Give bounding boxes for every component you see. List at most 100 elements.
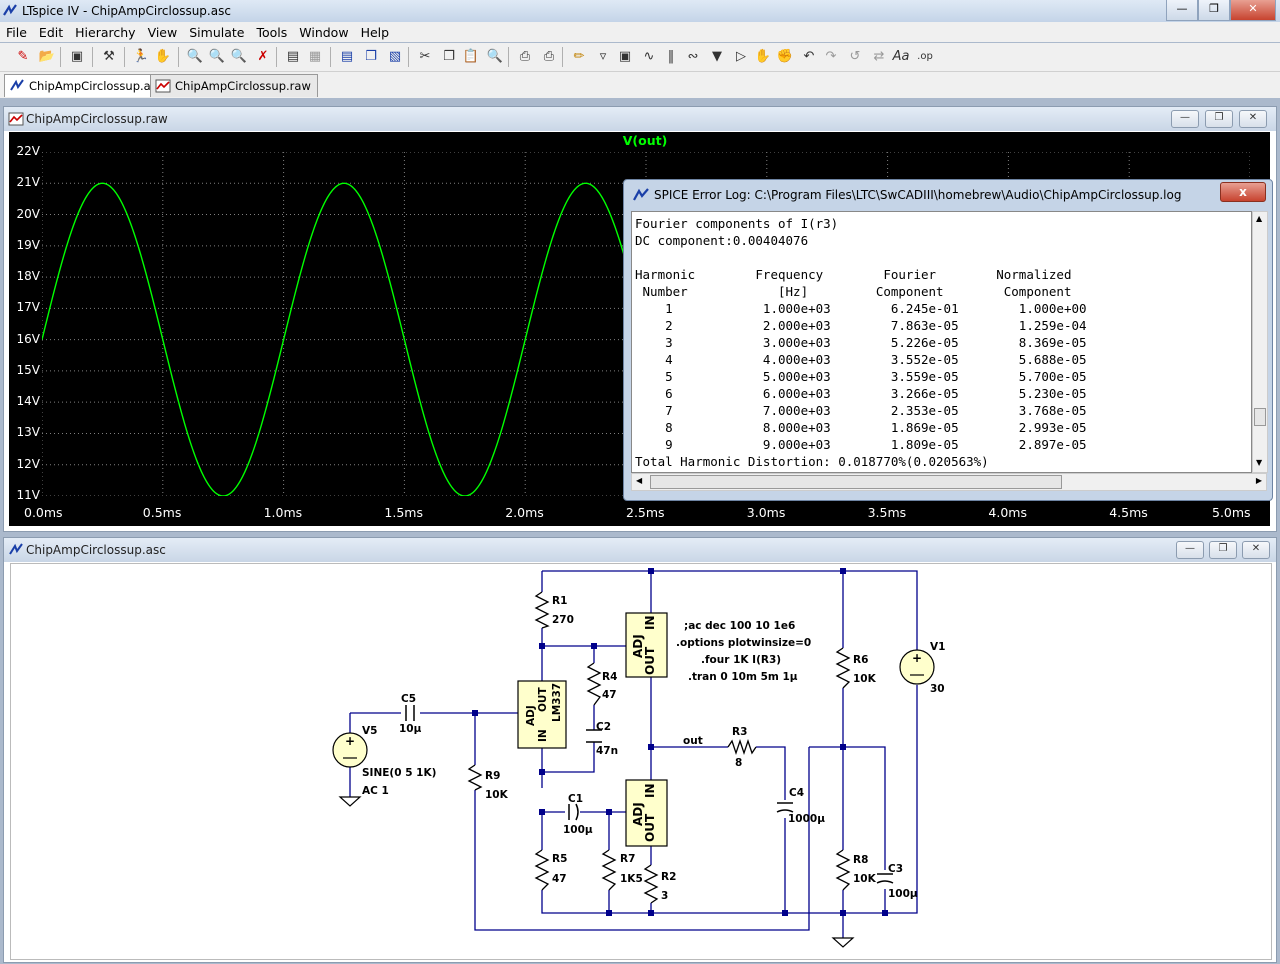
capacitor-icon[interactable]: ‖ (667, 49, 675, 64)
horizontal-scrollbar[interactable]: ◀ ▶ (631, 473, 1267, 491)
schematic-icon (9, 543, 23, 555)
svg-text:V1: V1 (930, 641, 945, 653)
spice-directives[interactable]: ;ac dec 100 10 1e6 .options plotwinsize=… (676, 620, 811, 683)
undo-icon[interactable]: ↶ (803, 49, 815, 64)
label-net-icon[interactable]: ▣ (618, 49, 632, 64)
table-row: 2 2.000e+03 7.863e-05 1.259e-04 (635, 318, 1087, 333)
menu-help[interactable]: Help (360, 25, 390, 40)
zoom-in-icon[interactable]: 🔍 (186, 49, 204, 64)
x-tick-label: 4.0ms (988, 505, 1027, 520)
svg-text:1K5: 1K5 (620, 873, 643, 885)
menu-window[interactable]: Window (299, 25, 349, 40)
spice-directive-icon[interactable]: .op (917, 51, 933, 62)
schematic-title: ChipAmpCirclossup.asc (26, 543, 166, 557)
waveform-close-button[interactable]: ✕ (1239, 110, 1267, 128)
draw-wire-icon[interactable]: ✏ (573, 49, 585, 64)
drag-icon[interactable]: ✊ (776, 49, 794, 64)
svg-text:OUT: OUT (537, 687, 549, 712)
waveform-title: ChipAmpCirclossup.raw (26, 112, 168, 126)
pan-icon[interactable]: 🔍 (208, 49, 226, 64)
scroll-thumb[interactable] (1254, 408, 1266, 426)
wires (349, 570, 918, 938)
autorange-icon[interactable]: ▤ (286, 49, 300, 64)
control-panel-icon[interactable]: ⚒ (103, 49, 115, 64)
regulator-lm337 (517, 680, 567, 749)
redo-icon[interactable]: ↷ (825, 49, 837, 64)
print-preview-icon[interactable]: ⎙ (519, 49, 531, 64)
scroll-thumb-h[interactable] (650, 475, 1062, 489)
menu-simulate[interactable]: Simulate (189, 25, 245, 40)
tab-waveform[interactable]: ChipAmpCirclossup.raw (150, 74, 318, 97)
resistor-r2 (643, 864, 659, 904)
error-log-close-button[interactable]: x (1220, 182, 1266, 202)
resistor-icon[interactable]: ∿ (643, 49, 655, 64)
x-tick-label: 1.5ms (384, 505, 423, 520)
menu-file[interactable]: File (6, 25, 27, 40)
diode-icon[interactable]: ▼ (712, 49, 722, 64)
restore-button[interactable]: ❐ (1198, 0, 1230, 21)
y-tick-label: 19V (16, 237, 40, 252)
menu-tools[interactable]: Tools (256, 25, 288, 40)
move-icon[interactable]: ✋ (754, 49, 772, 64)
table-row: 9 9.000e+03 1.809e-05 2.897e-05 (635, 437, 1087, 452)
waveform-restore-button[interactable]: ❐ (1205, 110, 1233, 128)
source-v1 (899, 649, 935, 685)
menu-view[interactable]: View (147, 25, 178, 40)
tab-schematic[interactable]: ChipAmpCirclossup.asc (4, 74, 171, 97)
svg-text:8: 8 (735, 757, 742, 769)
schematic-restore-button[interactable]: ❐ (1209, 541, 1237, 559)
rotate-icon[interactable]: ↺ (849, 49, 861, 64)
spice-error-log-window: SPICE Error Log: C:\Program Files\LTC\Sw… (623, 179, 1273, 501)
close-button[interactable]: ✕ (1230, 0, 1276, 21)
zoom-fit-icon[interactable]: ✗ (257, 49, 269, 64)
tab-label: ChipAmpCirclossup.asc (29, 79, 164, 93)
minimize-button[interactable]: — (1166, 0, 1198, 21)
x-tick-label: 3.5ms (867, 505, 907, 520)
schematic-minimize-button[interactable]: — (1176, 541, 1204, 559)
vertical-scrollbar[interactable]: ▲ ▼ (1252, 211, 1268, 473)
tile-vertical-icon[interactable]: ▧ (388, 49, 402, 64)
voltage-sources: + + (332, 649, 935, 768)
component-icon[interactable]: ▷ (736, 49, 746, 64)
tile-horizontal-icon[interactable]: ▤ (340, 49, 354, 64)
ground-icon[interactable]: ▿ (599, 49, 607, 64)
schematic-close-button[interactable]: ✕ (1242, 541, 1270, 559)
svg-text:10μ: 10μ (399, 723, 422, 735)
cascade-icon[interactable]: ❐ (365, 49, 377, 64)
paste-icon[interactable]: 📋 (462, 49, 480, 64)
svg-text:R6: R6 (853, 654, 868, 666)
save-icon[interactable]: ▣ (70, 49, 84, 64)
dc-component: DC component:0.00404076 (635, 233, 809, 248)
cut-icon[interactable]: ✂ (419, 49, 431, 64)
trace-label[interactable]: V(out) (622, 133, 668, 148)
svg-text:C3: C3 (888, 863, 903, 875)
inductor-icon[interactable]: ∾ (687, 49, 699, 64)
copy-icon[interactable]: ❐ (443, 49, 455, 64)
scroll-up-icon[interactable]: ▲ (1256, 214, 1263, 223)
pick-visible-icon[interactable]: ▦ (308, 49, 322, 64)
new-schematic-icon[interactable]: ✎ (17, 49, 29, 64)
print-icon[interactable]: ⎙ (543, 49, 555, 64)
y-tick-label: 17V (16, 300, 40, 315)
halt-icon[interactable]: ✋ (154, 49, 172, 64)
svg-text:3: 3 (661, 890, 668, 902)
app-title: LTspice IV - ChipAmpCirclossup.asc (22, 4, 231, 18)
find-icon[interactable]: 🔍 (486, 49, 504, 64)
error-log-text[interactable]: Fourier components of I(r3) DC component… (631, 211, 1252, 473)
run-icon[interactable]: 🏃 (132, 49, 150, 64)
svg-text:;ac dec 100 10 1e6: ;ac dec 100 10 1e6 (684, 620, 795, 632)
menu-hierarchy[interactable]: Hierarchy (75, 25, 136, 40)
error-log-titlebar[interactable]: SPICE Error Log: C:\Program Files\LTC\Sw… (624, 180, 1272, 210)
text-icon[interactable]: Aa (892, 49, 910, 64)
mirror-icon[interactable]: ⇄ (873, 49, 885, 64)
svg-text:47: 47 (602, 689, 617, 701)
waveform-minimize-button[interactable]: — (1171, 110, 1199, 128)
scroll-down-icon[interactable]: ▼ (1256, 458, 1263, 467)
scroll-left-icon[interactable]: ◀ (636, 476, 643, 485)
zoom-out-icon[interactable]: 🔍 (230, 49, 248, 64)
menu-edit[interactable]: Edit (38, 25, 64, 40)
open-icon[interactable]: 📂 (38, 49, 56, 64)
resistor-r6 (835, 647, 851, 689)
scroll-right-icon[interactable]: ▶ (1255, 476, 1262, 485)
